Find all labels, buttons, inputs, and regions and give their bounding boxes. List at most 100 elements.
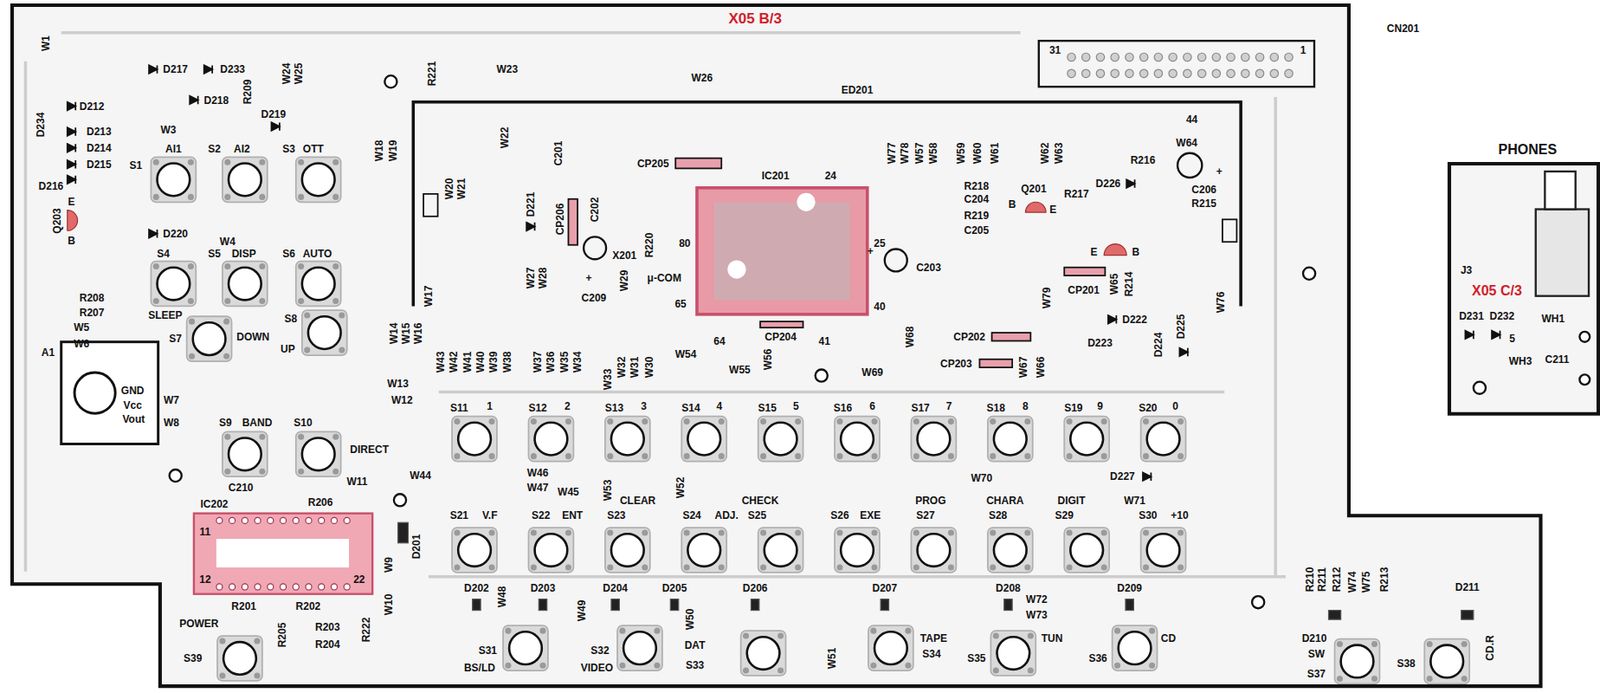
switch-leg xyxy=(1371,675,1378,682)
part-label: 65 xyxy=(674,298,686,310)
switch-leg xyxy=(1177,452,1184,459)
part-label: D208 xyxy=(995,582,1021,594)
capacitor-symbol xyxy=(583,236,607,259)
part-label: W34 xyxy=(572,351,583,374)
switch-cap xyxy=(993,533,1027,567)
pin-pad xyxy=(292,583,299,590)
switch-leg xyxy=(606,418,613,425)
switch-cap xyxy=(1341,645,1375,678)
pin-pad xyxy=(1270,52,1278,61)
switch-leg xyxy=(530,418,537,425)
pin-pad xyxy=(330,583,337,590)
part-label: J3 xyxy=(1460,264,1472,276)
part-label: W6 xyxy=(73,338,90,349)
pin-pad xyxy=(229,583,236,590)
part-label: D210 xyxy=(1302,632,1328,644)
tact-switch xyxy=(834,527,880,573)
pin-pad xyxy=(1096,69,1104,78)
part-label: W17 xyxy=(423,284,434,307)
mounting-hole xyxy=(815,369,828,382)
part-label: VIDEO xyxy=(580,662,613,673)
pin-pad xyxy=(1284,69,1293,78)
part-label: W30 xyxy=(644,356,655,379)
part-label: S16 xyxy=(833,402,852,413)
part-label: W51 xyxy=(826,647,838,670)
switch-leg xyxy=(1114,627,1121,634)
tact-switch xyxy=(150,156,196,202)
switch-leg xyxy=(606,564,613,571)
connector-pins xyxy=(1067,52,1293,78)
switch-leg xyxy=(253,671,260,678)
switch-leg xyxy=(904,662,911,669)
pin-pad xyxy=(1197,52,1206,61)
switch-leg xyxy=(871,452,878,459)
switch-leg xyxy=(1101,418,1108,425)
switch-cap xyxy=(157,163,191,197)
part-label: W26 xyxy=(691,72,714,84)
switch-leg xyxy=(565,564,572,571)
pin-pad xyxy=(1226,69,1235,78)
tact-switch xyxy=(987,416,1033,462)
switch-pad xyxy=(296,261,342,307)
chip-component xyxy=(1064,267,1105,276)
pin-pad xyxy=(1139,52,1148,61)
part-label: R214 xyxy=(1123,270,1135,297)
switch-leg xyxy=(297,433,304,440)
part-label: WH3 xyxy=(1509,355,1533,367)
part-label: W64 xyxy=(1175,137,1198,149)
part-label: R221 xyxy=(426,61,438,87)
chip-component xyxy=(567,199,578,246)
switch-cap xyxy=(302,267,336,301)
switch-leg xyxy=(742,667,749,674)
part-label: D206 xyxy=(742,582,768,594)
pin-pad xyxy=(343,516,350,523)
switch-cap xyxy=(308,316,342,349)
sub-board: PHONESX05 C/3 xyxy=(1449,163,1599,414)
switch-pad xyxy=(681,416,727,462)
wire-hole xyxy=(1579,331,1590,342)
board-code: X05 C/3 xyxy=(1471,283,1523,298)
part-label: D219 xyxy=(261,109,287,120)
switch-cap xyxy=(228,437,262,471)
part-label: Vcc xyxy=(123,400,142,411)
switch-pad xyxy=(150,261,196,307)
mounting-hole xyxy=(393,493,407,506)
tact-switch xyxy=(302,309,348,355)
led-footprint xyxy=(1004,599,1013,611)
part-label: S29 xyxy=(1055,509,1074,521)
switch-leg xyxy=(619,627,626,634)
switch-leg xyxy=(1461,675,1468,682)
tact-switch xyxy=(868,625,914,671)
part-label: S1 xyxy=(129,160,142,171)
switch-pad xyxy=(529,416,575,462)
part-label: +10 xyxy=(1170,509,1188,521)
part-label: D202 xyxy=(464,582,490,594)
part-label: W44 xyxy=(409,470,432,481)
part-label: W32 xyxy=(616,356,627,379)
switch-leg xyxy=(224,468,231,475)
part-label: V.F xyxy=(482,509,498,521)
tact-switch xyxy=(1064,416,1110,462)
part-label: 1 xyxy=(1300,45,1307,56)
part-label: 40 xyxy=(873,301,885,312)
part-label: S12 xyxy=(528,402,547,413)
switch-leg xyxy=(1371,640,1378,647)
switch-leg xyxy=(303,347,310,354)
part-label: S22 xyxy=(531,509,550,521)
switch-leg xyxy=(794,564,801,571)
switch-leg xyxy=(683,452,691,459)
pin-pad xyxy=(1082,69,1091,78)
switch-cap xyxy=(1147,422,1181,456)
tact-switch xyxy=(503,625,549,671)
part-label: X201 xyxy=(612,250,637,261)
switch-leg xyxy=(1142,529,1149,536)
part-label: 5 xyxy=(793,400,800,412)
chip-component xyxy=(675,158,722,169)
switch-leg xyxy=(913,452,920,459)
part-label: W22 xyxy=(499,127,510,149)
part-label: W38 xyxy=(502,351,513,374)
switch-cap xyxy=(840,533,874,567)
part-label: UP xyxy=(280,343,296,355)
sensor-body xyxy=(61,341,159,445)
part-label: W9 xyxy=(383,556,394,573)
